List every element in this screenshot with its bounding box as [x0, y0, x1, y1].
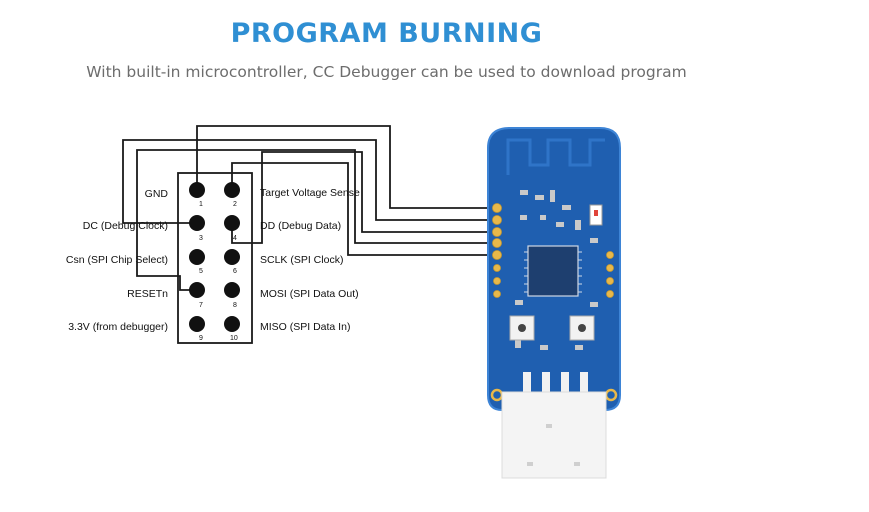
- wire-vsense: [231, 162, 497, 256]
- label-mosi: MOSI (SPI Data Out): [260, 288, 359, 300]
- microcontroller-chip: [527, 245, 579, 297]
- pin-number: 2: [233, 201, 237, 208]
- label-3v3: 3.3V (from debugger): [68, 321, 168, 333]
- page-title: PROGRAM BURNING: [230, 18, 543, 49]
- label-sclk: SCLK (SPI Clock): [260, 254, 343, 266]
- pin-7: [189, 282, 205, 298]
- label-dc: DC (Debug Clock): [83, 220, 168, 232]
- label-dd: DD (Debug Data): [260, 220, 341, 232]
- pcb-components: [515, 190, 598, 350]
- wire-gnd: [196, 125, 497, 209]
- wire-reset: [136, 149, 497, 291]
- pcb-pads-left: [492, 203, 502, 298]
- pin-1: [189, 182, 205, 198]
- pin-number: 6: [233, 268, 237, 275]
- pin-number: 5: [199, 268, 203, 275]
- antenna-trace: [506, 138, 605, 175]
- pin-number: 4: [233, 235, 237, 242]
- pin-4: [224, 215, 240, 231]
- pin-numbers: 1 2 3 4 5 6 7 8 9 10: [199, 201, 238, 342]
- label-miso: MISO (SPI Data In): [260, 321, 350, 333]
- pin-5: [189, 249, 205, 265]
- connector-header: [177, 172, 253, 344]
- connector-pins: [189, 182, 240, 332]
- pin-10: [224, 316, 240, 332]
- label-gnd: GND: [145, 188, 169, 200]
- pin-number: 1: [199, 201, 203, 208]
- left-labels: GND DC (Debug Clock) Csn (SPI Chip Selec…: [66, 188, 169, 333]
- pin-number: 7: [199, 302, 203, 309]
- pin-9: [189, 316, 205, 332]
- usb-pads: [523, 372, 588, 394]
- page-subtitle: With built-in microcontroller, CC Debugg…: [86, 63, 687, 81]
- label-resetn: RESETn: [127, 288, 168, 300]
- pin-number: 10: [230, 335, 238, 342]
- pin-6: [224, 249, 240, 265]
- wires: [122, 125, 497, 291]
- pin-number: 9: [199, 335, 203, 342]
- label-vsense: Target Voltage Sense: [260, 187, 360, 199]
- wire-dc: [122, 139, 497, 224]
- wire-dd: [231, 151, 497, 244]
- pin-8: [224, 282, 240, 298]
- usb-plug: [501, 391, 607, 479]
- pin-number: 8: [233, 302, 237, 309]
- pcb-pads-right: [606, 251, 614, 298]
- right-labels: Target Voltage Sense DD (Debug Data) SCL…: [260, 187, 360, 333]
- pin-3: [189, 215, 205, 231]
- chip-pins: [524, 251, 582, 293]
- pin-2: [224, 182, 240, 198]
- pcb-module: [487, 127, 621, 479]
- label-csn: Csn (SPI Chip Select): [66, 254, 168, 266]
- pin-number: 3: [199, 235, 203, 242]
